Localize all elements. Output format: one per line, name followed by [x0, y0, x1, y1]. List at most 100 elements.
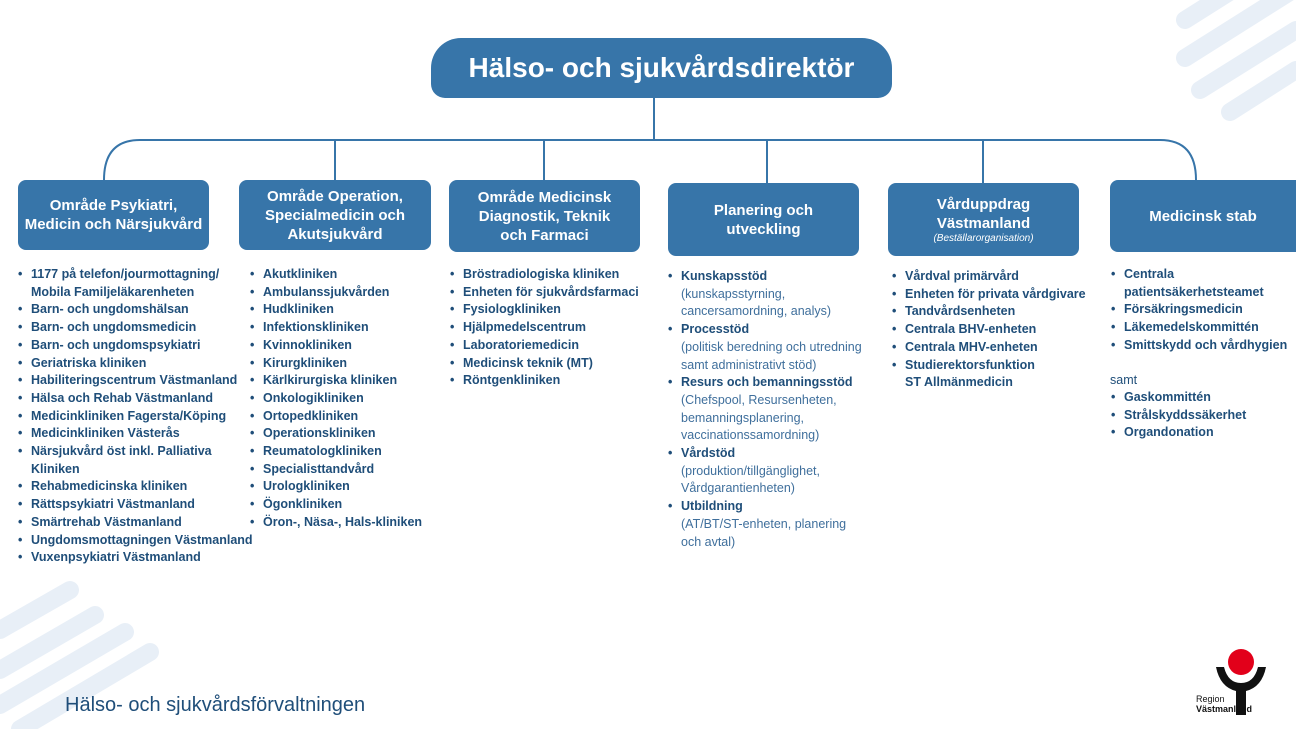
list-item: Enheten för privata vårdgivare [891, 286, 1086, 304]
list-item-continuation: Mobila Familjeläkarenheten [31, 284, 195, 299]
list-item: Smärtrehab Västmanland [17, 514, 253, 532]
logo-text: Region Västmanland [1196, 694, 1252, 714]
list-item: Centrala [1110, 266, 1287, 284]
list-item: Läkemedelskommittén [1110, 319, 1287, 337]
list-item: Vårdstöd (produktion/tillgänglighet, Vår… [667, 445, 862, 498]
list-item: Centrala BHV-enheten [891, 321, 1086, 339]
list-item-title: Kunskapsstöd [681, 269, 768, 283]
list-planering: Kunskapsstöd (kunskapsstyrning, cancersa… [667, 268, 862, 551]
list-item: Reumatologkliniken [249, 443, 422, 461]
list-item-continuation: ST Allmänmedicin [905, 375, 1013, 390]
list-item-title: Utbildning [681, 499, 743, 514]
dept-varduppdrag: Vårduppdrag Västmanland (Beställarorgani… [888, 183, 1079, 256]
list-item: Gaskommittén [1110, 389, 1246, 407]
list-item: Ambulanssjukvården [249, 284, 422, 302]
list-item-detail: (AT/BT/ST-enheten, planering [681, 516, 847, 531]
list-item: 1177 på telefon/jourmottagning/ [17, 266, 253, 284]
list-item: Smittskydd och vårdhygien [1110, 337, 1287, 355]
list-item-detail: samt administrativt stöd) [681, 357, 817, 372]
list-varduppdrag: Vårdval primärvård Enheten för privata v… [891, 268, 1086, 392]
list-item-title: Resurs och bemanningsstöd [681, 375, 853, 390]
list-item: Utbildning (AT/BT/ST-enheten, planering … [667, 498, 862, 551]
list-item: Ortopedkliniken [249, 408, 422, 426]
dept-stab-label: Medicinsk stab [1149, 207, 1257, 225]
list-item-detail: (kunskapsstyrning, [681, 286, 786, 301]
list-item: Centrala MHV-enheten [891, 339, 1086, 357]
list-item: Röntgenkliniken [449, 372, 639, 390]
director-box: Hälso- och sjukvårdsdirektör [431, 38, 892, 98]
list-item: Närsjukvård öst inkl. Palliativa [17, 443, 253, 461]
list-item: Geriatriska kliniken [17, 355, 253, 373]
list-item: Strålskyddssäkerhet [1110, 407, 1246, 425]
region-logo-icon [1216, 649, 1266, 715]
list-item: Barn- och ungdomsmedicin [17, 319, 253, 337]
dept-psykiatri-label: Område Psykiatri, Medicin och Närsjukvår… [24, 197, 203, 233]
list-item-title: Vårdstöd [681, 446, 736, 461]
list-item: Medicinkliniken Fagersta/Köping [17, 408, 253, 426]
dept-diagnostik: Område Medicinsk Diagnostik, Teknik och … [449, 180, 640, 252]
list-item-detail: (Chefspool, Resursenheten, [681, 392, 837, 407]
list-item: Försäkringsmedicin [1110, 301, 1287, 319]
list-item: Kärlkirurgiska kliniken [249, 372, 422, 390]
list-item: Ögonkliniken [249, 496, 422, 514]
list-item: Medicinkliniken Västerås [17, 425, 253, 443]
list-item: Laboratoriemedicin [449, 337, 639, 355]
dept-stab: Medicinsk stab [1110, 180, 1296, 252]
dept-planering-label: Planering och utveckling [713, 201, 814, 238]
list-item: Barn- och ungdomspsykiatri [17, 337, 253, 355]
list-item: Kunskapsstöd (kunskapsstyrning, cancersa… [667, 268, 862, 321]
dept-varduppdrag-note: (Beställarorganisation) [933, 232, 1034, 244]
list-item-continuation: patientsäkerhetsteamet [1124, 284, 1264, 299]
list-item-detail: och avtal) [681, 534, 736, 549]
list-item: Specialisttandvård [249, 461, 422, 479]
list-item-title: Processtöd [681, 322, 750, 337]
list-samt: Gaskommittén Strålskyddssäkerhet Orgando… [1110, 389, 1246, 442]
list-item: Hälsa och Rehab Västmanland [17, 390, 253, 408]
dept-varduppdrag-label: Vårduppdrag Västmanland [936, 195, 1031, 232]
list-item: Medicinsk teknik (MT) [449, 355, 639, 373]
list-item: Onkologikliniken [249, 390, 422, 408]
list-psykiatri: 1177 på telefon/jourmottagning/ Mobila F… [17, 266, 253, 567]
list-item-continuation: Kliniken [31, 461, 80, 476]
list-item: Akutkliniken [249, 266, 422, 284]
list-item: Processtöd (politisk beredning och utred… [667, 321, 862, 374]
list-item: Hjälpmedelscentrum [449, 319, 639, 337]
list-item: Fysiologkliniken [449, 301, 639, 319]
list-item: Urologkliniken [249, 478, 422, 496]
list-item-detail: Vårdgarantienheten) [681, 481, 795, 496]
dept-operation: Område Operation, Specialmedicin och Aku… [239, 180, 431, 250]
list-item: Studierektorsfunktion [891, 357, 1086, 375]
list-item: Operationskliniken [249, 425, 422, 443]
list-item: Tandvårdsenheten [891, 303, 1086, 321]
list-item-detail: bemanningsplanering, [681, 410, 805, 425]
list-item: Hudkliniken [249, 301, 422, 319]
list-item: Barn- och ungdomshälsan [17, 301, 253, 319]
list-item: Enheten för sjukvårdsfarmaci [449, 284, 639, 302]
dept-planering: Planering och utveckling [668, 183, 859, 256]
list-operation: Akutkliniken Ambulanssjukvården Hudklini… [249, 266, 422, 532]
list-item: Kvinnokliniken [249, 337, 422, 355]
logo-line2: Västmanland [1196, 704, 1253, 714]
list-item: Ungdomsmottagningen Västmanland [17, 532, 253, 550]
samt-label: samt [1110, 373, 1138, 387]
logo-line1: Region [1196, 694, 1225, 704]
director-title: Hälso- och sjukvårdsdirektör [468, 52, 855, 83]
list-item: Vårdval primärvård [891, 268, 1086, 286]
list-item: Organdonation [1110, 424, 1246, 442]
list-item: Vuxenpsykiatri Västmanland [17, 549, 253, 567]
list-item: Rättspsykiatri Västmanland [17, 496, 253, 514]
dept-diagnostik-label: Område Medicinsk Diagnostik, Teknik och … [477, 188, 612, 244]
list-item: Kirurgkliniken [249, 355, 422, 373]
dept-operation-label: Område Operation, Specialmedicin och Aku… [264, 187, 406, 243]
list-item: Bröstradiologiska kliniken [449, 266, 639, 284]
list-item: Mobila Familjeläkarenheten [17, 284, 253, 302]
list-item: Rehabmedicinska kliniken [17, 478, 253, 496]
list-item-detail: (politisk beredning och utredning [681, 339, 862, 354]
list-item-detail: vaccinationssamordning) [681, 428, 820, 443]
list-item-detail: (produktion/tillgänglighet, [681, 463, 820, 478]
footer-title: Hälso- och sjukvårdsförvaltningen [65, 694, 366, 716]
list-stab: Centrala patientsäkerhetsteamet Försäkri… [1110, 266, 1287, 355]
list-item: Öron-, Näsa-, Hals-kliniken [249, 514, 422, 532]
list-item: Resurs och bemanningsstöd (Chefspool, Re… [667, 374, 862, 445]
